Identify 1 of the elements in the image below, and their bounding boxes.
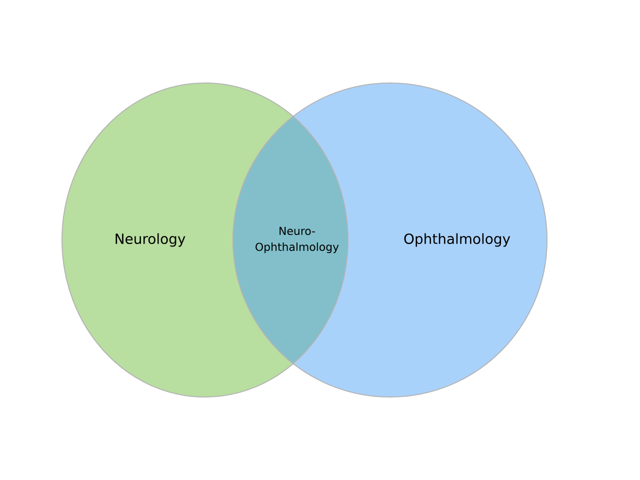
region-label: Neuro-Ophthalmology <box>256 226 339 254</box>
